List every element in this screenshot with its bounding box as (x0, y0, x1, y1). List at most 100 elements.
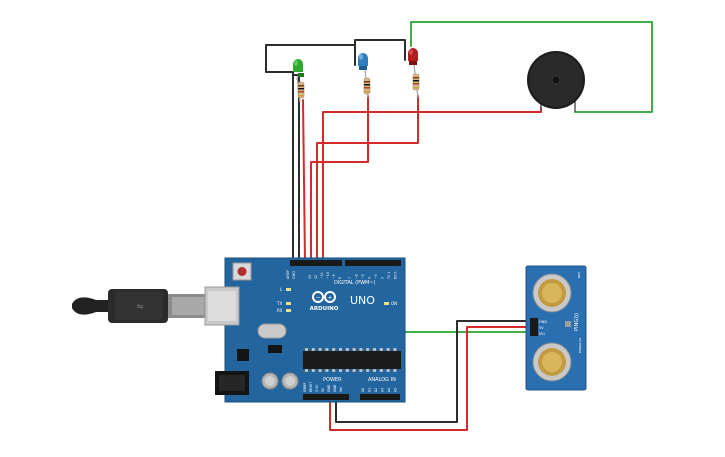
sensor-rev-label: REV (577, 271, 581, 278)
power-pin-label-5: GND (333, 384, 337, 392)
transducer-top (532, 273, 572, 313)
chip-pin (393, 369, 397, 372)
analog-pin-label-1: A1 (368, 388, 372, 392)
uno-model-text: UNO (350, 294, 375, 307)
usb-symbol-icon: ⇋ (137, 302, 144, 311)
digital-pin-low-label-4: ~3 (374, 274, 378, 279)
arduino-uno-board[interactable]: L TX RX ON − + ARDUINO UNO DIGITAL (PWM~… (204, 257, 406, 403)
digital-pin-high-label-1: 12 (314, 275, 318, 279)
chip-pin (318, 348, 322, 351)
chip-pin (352, 348, 356, 351)
sensor-pin-sig: SIG (539, 332, 545, 336)
wire-buzzer-green[interactable] (410, 21, 653, 113)
chip-pin (359, 348, 363, 351)
resistor-red-led[interactable] (412, 64, 420, 99)
analog-header[interactable] (360, 394, 400, 400)
power-pin-label-0: IOREF (303, 382, 307, 392)
power-header[interactable] (303, 394, 349, 400)
atmega-chip (303, 351, 401, 369)
chip-pin (366, 348, 370, 351)
led-red[interactable] (408, 48, 418, 65)
ultrasonic-sensor[interactable]: GND 5V SIG PING))) PARALLAX REV (525, 265, 587, 391)
digital-header-low[interactable] (345, 260, 401, 266)
power-pin-label-3: 5V (321, 387, 325, 392)
power-pin-label-2: 3.3V (315, 384, 319, 392)
svg-text:−: − (315, 294, 320, 301)
wire-blue-led[interactable] (310, 95, 369, 263)
analog-pin-label-0: A0 (361, 388, 365, 392)
chip-pins (305, 348, 397, 372)
arduino-logo-icon: − + (312, 291, 336, 303)
chip-pin (318, 369, 322, 372)
chip-pin (325, 369, 329, 372)
chip-pin (393, 348, 397, 351)
chip-pin (311, 369, 315, 372)
digital-pin-low-label-7: RX 0 (394, 272, 398, 279)
sensor-pin-5v: 5V (539, 326, 544, 330)
chip-pin (379, 348, 383, 351)
chip-pin (339, 369, 342, 372)
resistor-blue-led[interactable] (363, 69, 371, 99)
svg-text:+: + (327, 295, 332, 302)
rx-led-label: RX (277, 308, 283, 313)
digital-pin-low-label-6: TX 1 (387, 272, 391, 280)
chip-pin (332, 369, 336, 372)
power-pin-label-1: RESET (309, 382, 313, 392)
digital-pin-high-label-3: ~10 (326, 272, 330, 279)
chip-pin (352, 369, 356, 372)
sensor-brand-label: PARALLAX (578, 338, 582, 353)
digital-header-high[interactable] (290, 260, 342, 266)
digital-pin-high-label-0: 13 (308, 275, 312, 279)
led-green[interactable] (293, 59, 304, 80)
power-section-label: POWER (323, 377, 342, 383)
digital-section-label: DIGITAL (PWM~) (334, 280, 376, 286)
crystal (257, 323, 287, 339)
digital-pin-low-label-5: 2 (381, 277, 385, 279)
on-led-label: ON (391, 301, 397, 306)
chip-pin (373, 369, 376, 372)
analog-pin-label-3: A3 (381, 388, 385, 392)
chip-pin (339, 348, 342, 351)
digital-pin-low-label-3: 4 (368, 277, 372, 279)
digital-pin-low-label-0: 7 (348, 277, 352, 279)
wire-sensor-5v[interactable] (329, 326, 531, 431)
chip-pin (366, 369, 370, 372)
analog-pin-label-5: A5 (394, 388, 398, 392)
wire-sensor-gnd[interactable] (335, 320, 531, 423)
tx-led-label: TX (276, 301, 282, 306)
chip-pin (345, 369, 349, 372)
transducer-bottom (532, 342, 572, 382)
chip-pin (325, 348, 329, 351)
l-led-label: L (280, 287, 283, 292)
digital-pin-high-label-5: 8 (338, 277, 342, 279)
chip-pin (359, 369, 363, 372)
power-pin-label-6: Vin (339, 387, 343, 392)
chip-pin (386, 369, 390, 372)
wire-led-ground[interactable] (265, 39, 406, 263)
chip-pin (311, 348, 315, 351)
chip-pin (345, 348, 349, 351)
analog-section-label: ANALOG IN (368, 377, 396, 383)
led-blue[interactable] (358, 53, 368, 70)
chip-pin (305, 369, 308, 372)
gnd-pin-label: GND (292, 271, 296, 279)
power-pin-label-4: GND (327, 384, 331, 392)
digital-pin-low-label-1: ~6 (355, 274, 359, 279)
arduino-logo-text: ARDUINO (310, 306, 339, 312)
chip-pin (332, 348, 336, 351)
wire-buzzer-red[interactable] (322, 107, 542, 263)
resistor-green-led[interactable] (296, 75, 305, 103)
sensor-pin-gnd: GND (539, 320, 547, 324)
wire-green-led[interactable] (302, 99, 306, 263)
sensor-model-label: PING))) (574, 313, 580, 331)
wire-black-gnd[interactable] (293, 74, 300, 263)
chip-pin (305, 348, 308, 351)
chip-pin (386, 348, 390, 351)
piezo-buzzer[interactable] (527, 51, 585, 112)
analog-pin-label-4: A4 (387, 388, 391, 392)
digital-pin-low-label-2: ~5 (361, 274, 365, 279)
chip-pin (373, 348, 376, 351)
